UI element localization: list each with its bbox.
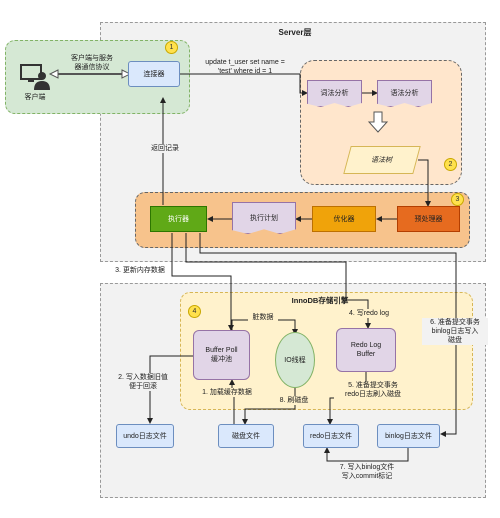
step7-label: 7. 写入binlog文件 写入commit标记: [329, 463, 405, 481]
undo-log-file-box[interactable]: undo日志文件: [116, 424, 174, 448]
step3-label: 3. 更新内存数据: [115, 267, 165, 274]
dirty-data-label: 脏数据: [248, 313, 278, 322]
lexical-analysis-box[interactable]: 词法分析: [307, 80, 362, 107]
syntax-tree-box[interactable]: 语法树: [343, 146, 421, 174]
innodb-title: InnoDB存储引擎: [291, 296, 349, 305]
syntax-analysis-box[interactable]: 语法分析: [377, 80, 432, 107]
redo-log-buffer-box[interactable]: Redo Log Buffer: [336, 328, 396, 372]
user-computer-icon: [20, 64, 50, 90]
sql-statement: update t_user set name = 'test' where id…: [205, 59, 285, 75]
executor-box[interactable]: 执行器: [150, 206, 207, 232]
step5-label: 5. 准备提交事务 redo日志刷入磁盘: [334, 381, 412, 399]
badge-4: 4: [188, 305, 201, 318]
step1-label: 1. 加载缓存数据: [197, 388, 257, 397]
client-label: 客户端: [24, 94, 46, 101]
connector-box[interactable]: 连接器: [128, 61, 180, 87]
optimizer-box[interactable]: 优化器: [312, 206, 376, 232]
disk-file-box[interactable]: 磁盘文件: [218, 424, 274, 448]
server-layer-title: Server层: [278, 28, 312, 37]
execution-plan-box[interactable]: 执行计划: [232, 202, 296, 234]
buffer-pool-box[interactable]: Buffer Poll 缓冲池: [193, 330, 250, 380]
step2-label: 2. 写入数据旧值 便于回滚: [112, 373, 174, 391]
step6-label: 6. 准备提交事务 binlog日志写入 磁盘: [422, 318, 488, 345]
badge-1: 1: [165, 41, 178, 54]
io-thread-ellipse[interactable]: IO线程: [275, 332, 315, 388]
protocol-label: 客户端与服务 器通信协议: [71, 55, 113, 71]
step8-label: 8. 刷磁盘: [274, 396, 314, 405]
return-record-label: 返回记录: [145, 144, 185, 153]
badge-3: 3: [451, 193, 464, 206]
redo-log-file-box[interactable]: redo日志文件: [303, 424, 359, 448]
binlog-file-box[interactable]: binlog日志文件: [377, 424, 440, 448]
step4-label: 4. 写redo log: [344, 309, 394, 318]
preprocessor-box[interactable]: 预处理器: [397, 206, 460, 232]
badge-2: 2: [444, 158, 457, 171]
